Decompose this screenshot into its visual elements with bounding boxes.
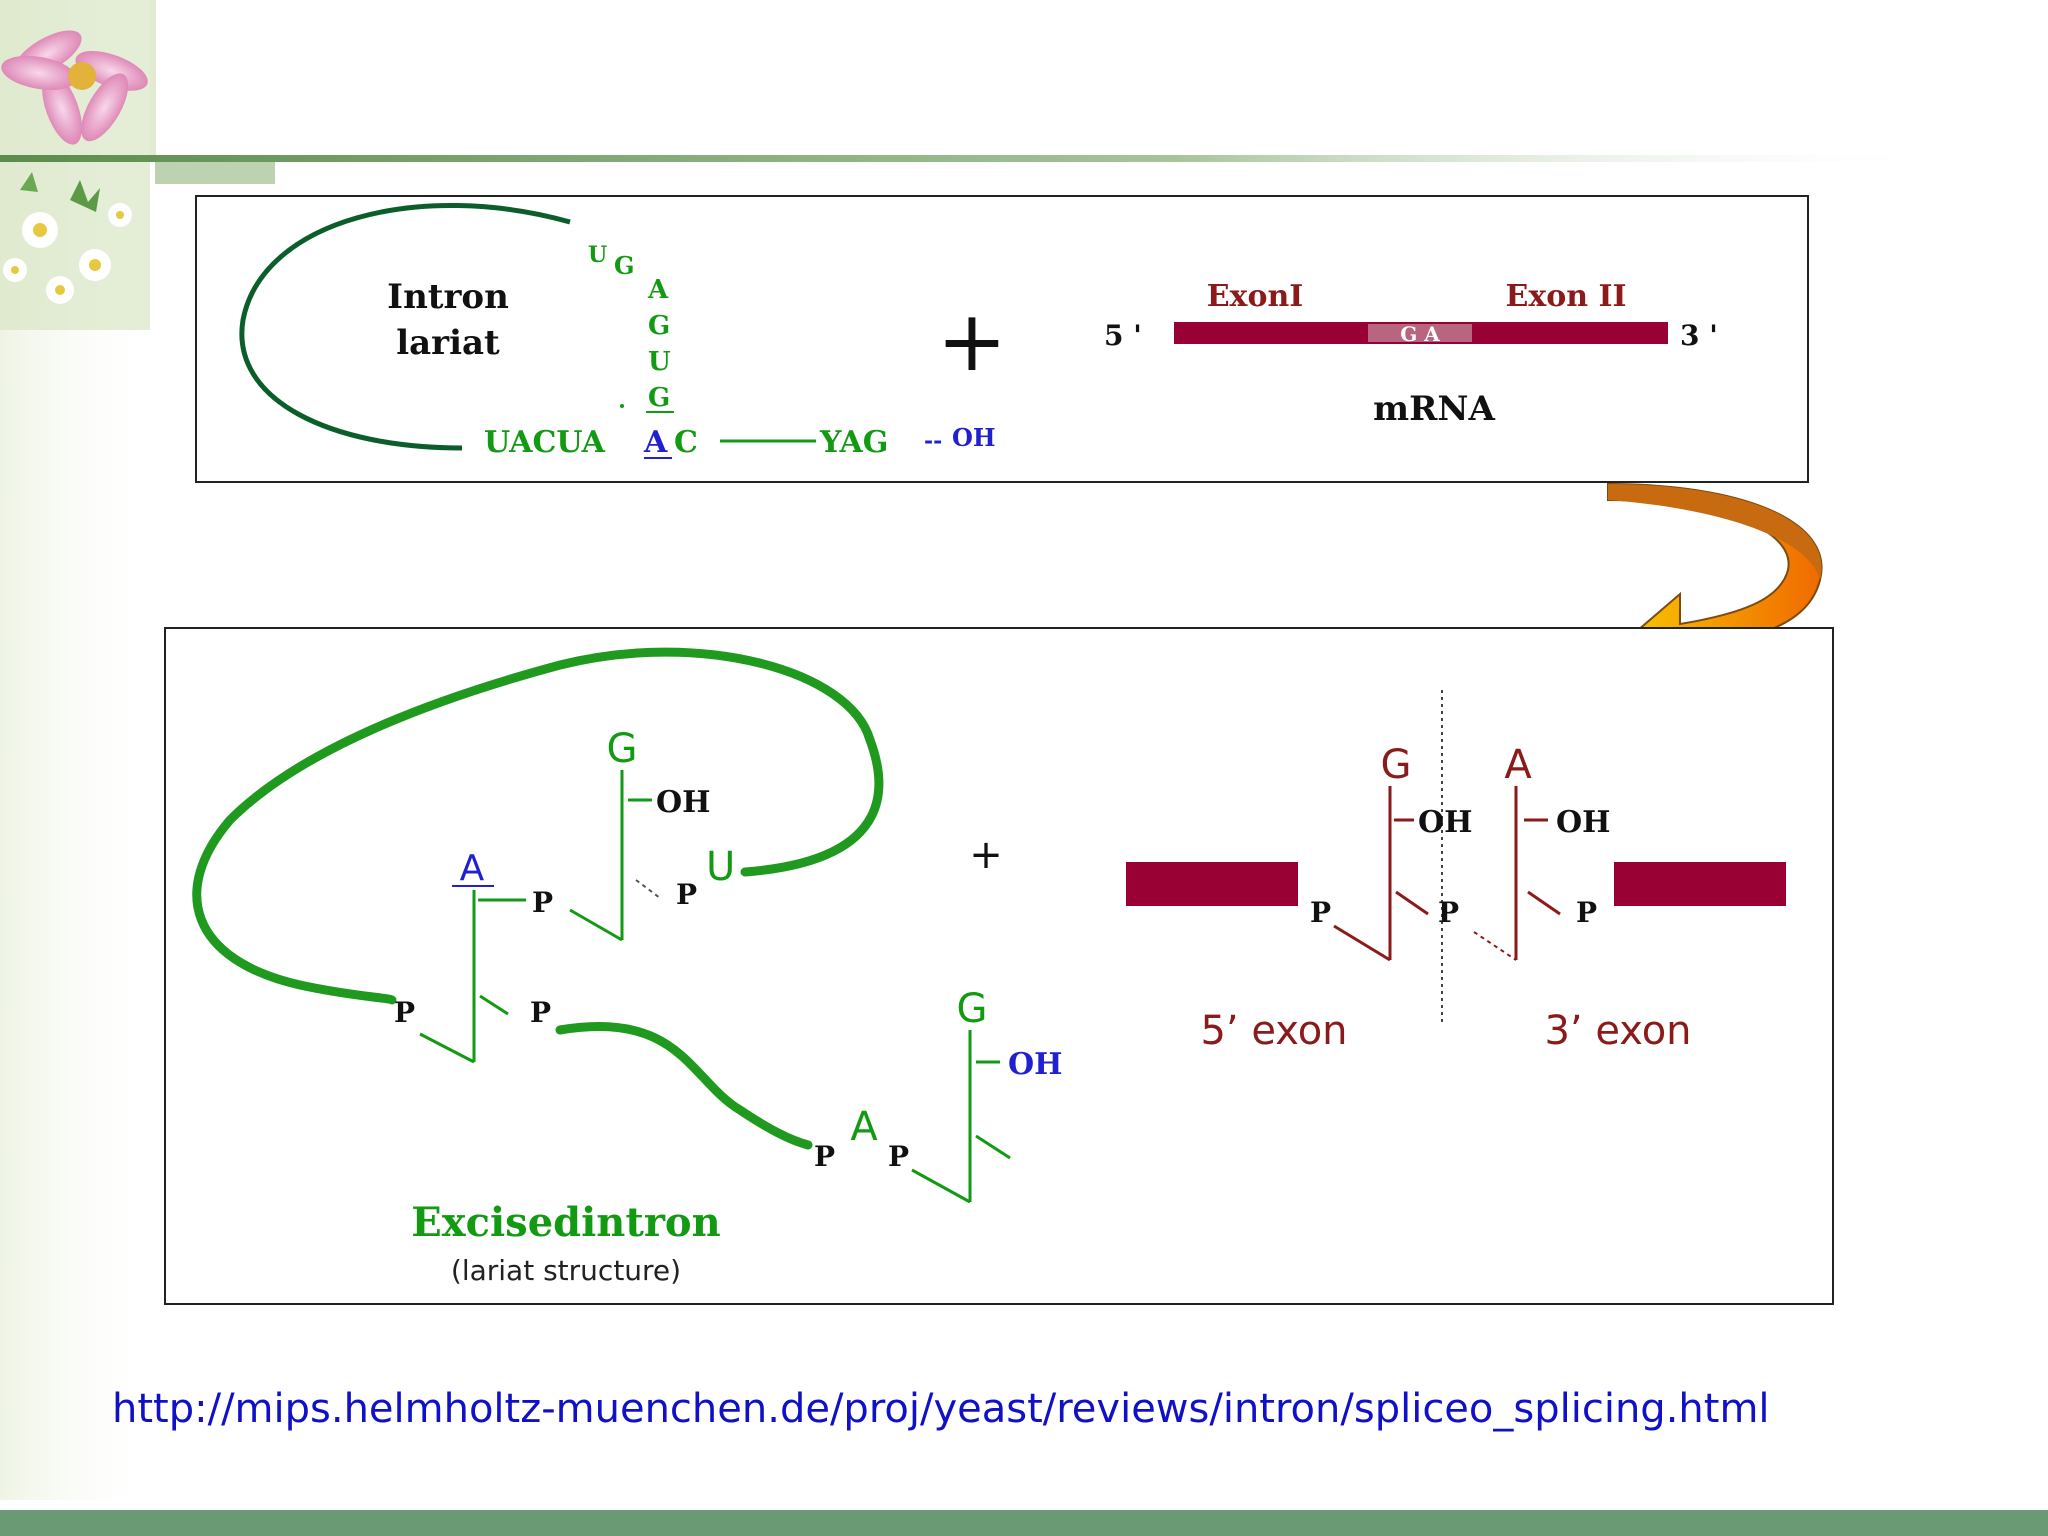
oh-dash: -- bbox=[924, 428, 942, 454]
pink-flower-icon bbox=[1, 30, 148, 145]
intron-lariat-loop bbox=[239, 203, 571, 451]
mrna-label: mRNA bbox=[1373, 389, 1495, 429]
plus-sign-bottom: + bbox=[969, 832, 1003, 878]
tail-a: A bbox=[850, 1104, 878, 1150]
branch-a: A bbox=[460, 848, 485, 889]
tail-g: G bbox=[957, 986, 988, 1032]
p-label: P bbox=[888, 1140, 909, 1173]
p-label: P bbox=[1576, 896, 1597, 929]
exon-oh-right: OH bbox=[1556, 805, 1610, 840]
lariat-g-top: G bbox=[607, 726, 638, 772]
lariat-u-end: U bbox=[706, 844, 735, 890]
five-exon-label: 5’ exon bbox=[1200, 1008, 1347, 1054]
yag-seq: YAG bbox=[819, 425, 888, 460]
daisy-flowers-icon bbox=[3, 172, 132, 304]
exon1-label: ExonI bbox=[1207, 279, 1304, 314]
branch-seq-left: UACUA bbox=[484, 425, 606, 460]
lariat-label-line2: lariat bbox=[396, 323, 500, 363]
seq-g: G bbox=[614, 251, 635, 280]
three-prime-label: 3 ' bbox=[1680, 319, 1718, 352]
branch-seq-c: C bbox=[674, 425, 698, 460]
bottom-panel-frame bbox=[164, 627, 1834, 1305]
junction-box bbox=[1368, 324, 1472, 342]
junction-label: G A bbox=[1400, 322, 1440, 346]
p-label: P bbox=[676, 878, 697, 911]
grass-strip bbox=[155, 162, 275, 184]
p-label: P bbox=[1310, 896, 1331, 929]
tail-oh: OH bbox=[1008, 1047, 1062, 1082]
exon2-label: Exon II bbox=[1505, 279, 1626, 314]
seq-u: U bbox=[588, 242, 607, 268]
lariat-loop-strand bbox=[192, 647, 884, 1005]
p-label: P bbox=[1438, 896, 1459, 929]
excised-intron-subtitle: (lariat structure) bbox=[451, 1254, 681, 1287]
excised-intron-title: Excisedintron bbox=[411, 1199, 720, 1246]
seq-g-underlined: G bbox=[648, 383, 670, 413]
branch-point-a: A bbox=[643, 425, 668, 460]
three-exon-label: 3’ exon bbox=[1544, 1008, 1691, 1054]
exon-g: G bbox=[1381, 742, 1412, 788]
five-prime-label: 5 ' bbox=[1104, 319, 1142, 352]
three-exon-block bbox=[1614, 862, 1786, 906]
lariat-oh-top: OH bbox=[656, 785, 710, 820]
p-label: P bbox=[530, 996, 551, 1029]
footer-bar bbox=[0, 1510, 2048, 1536]
seq-g: G bbox=[648, 311, 670, 341]
p-label: P bbox=[814, 1140, 835, 1173]
header-divider bbox=[0, 155, 1960, 162]
seq-u: U bbox=[648, 347, 671, 377]
plus-sign-top: + bbox=[937, 292, 1007, 390]
exon-oh-left: OH bbox=[1418, 805, 1472, 840]
five-exon-block bbox=[1126, 862, 1298, 906]
p-label: P bbox=[394, 996, 415, 1029]
oh-label: OH bbox=[952, 423, 996, 452]
exon-a: A bbox=[1504, 742, 1532, 788]
p-label: P bbox=[532, 886, 553, 919]
source-url-link[interactable]: http://mips.helmholtz-muenchen.de/proj/y… bbox=[112, 1386, 1770, 1432]
seq-a: A bbox=[647, 275, 669, 305]
lariat-label-line1: Intron bbox=[387, 277, 509, 317]
lariat-tail-strand bbox=[555, 1021, 813, 1150]
